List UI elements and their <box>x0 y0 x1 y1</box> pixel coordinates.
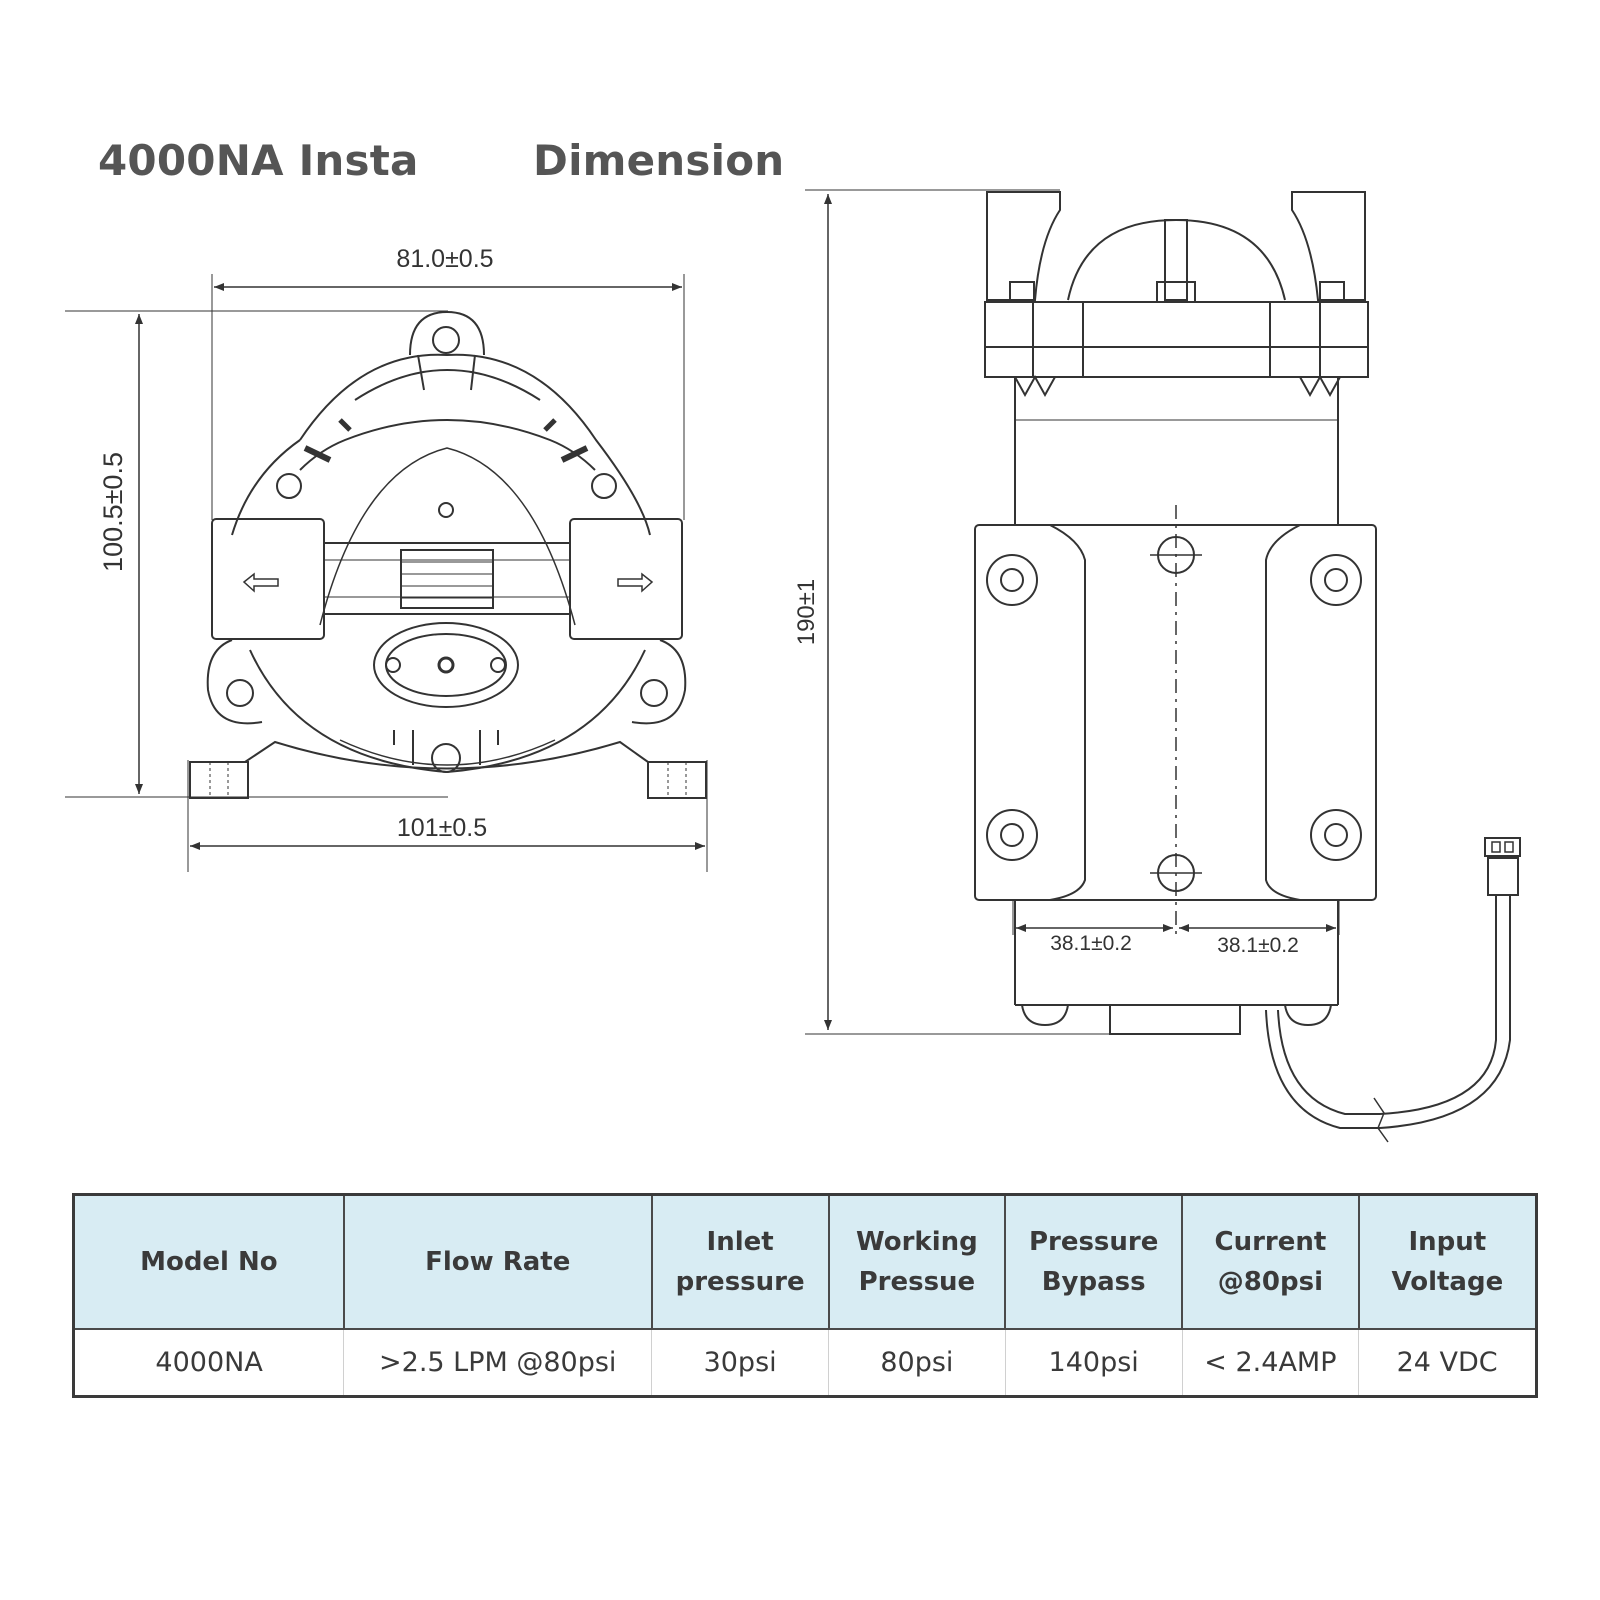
front-view <box>65 274 708 872</box>
header-current: Current@80psi <box>1181 1193 1360 1330</box>
side-view <box>805 189 1521 1143</box>
cell-inlet-pressure: 30psi <box>651 1328 830 1397</box>
side-height-label: 190±1 <box>793 579 820 646</box>
page-subtitle: Dimension <box>533 136 785 185</box>
mount-spacing-left-label: 38.1±0.2 <box>1050 932 1132 955</box>
cell-current: < 2.4AMP <box>1181 1328 1360 1397</box>
table-row: 4000NA >2.5 LPM @80psi 30psi 80psi 140ps… <box>72 1328 1537 1397</box>
header-model-no: Model No <box>72 1193 345 1330</box>
header-flow-rate: Flow Rate <box>342 1193 653 1330</box>
mount-spacing-right-label: 38.1±0.2 <box>1217 934 1299 957</box>
cell-model-no: 4000NA <box>72 1328 345 1397</box>
front-width-top-label: 81.0±0.5 <box>396 245 493 273</box>
cell-pressure-bypass: 140psi <box>1004 1328 1183 1397</box>
front-width-base-label: 101±0.5 <box>397 814 487 842</box>
pump-dimension-drawing: 81.0±0.5 100.5±0.5 101±0.5 190±1 38.1±0.… <box>65 189 1521 1143</box>
front-height-label: 100.5±0.5 <box>98 452 128 572</box>
page-title: 4000NA Installa <box>98 136 420 185</box>
cell-flow-rate: >2.5 LPM @80psi <box>343 1328 653 1397</box>
cell-input-voltage: 24 VDC <box>1358 1328 1537 1397</box>
cell-working-pressure: 80psi <box>828 1328 1006 1397</box>
